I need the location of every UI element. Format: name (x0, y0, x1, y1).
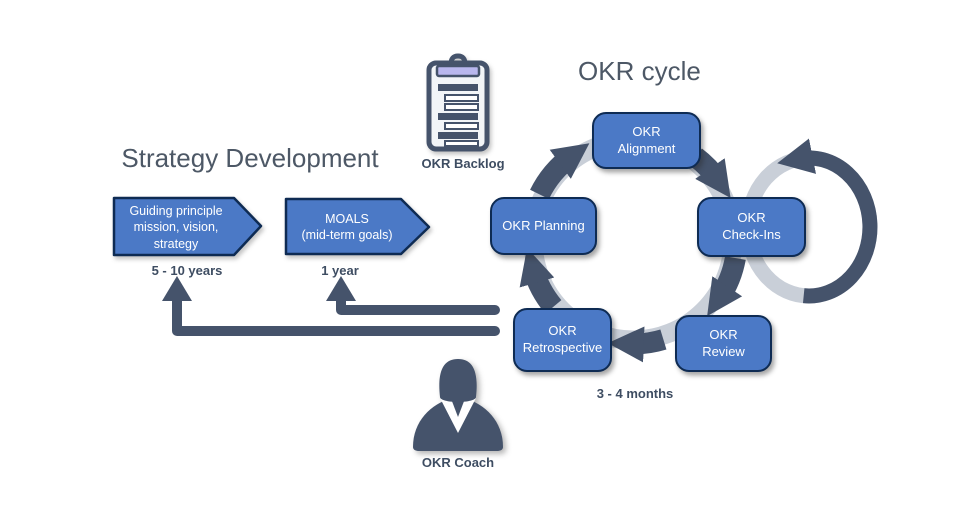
stage-box-okr-check-ins: OKR Check-Ins (697, 197, 806, 257)
okr-coach-label: OKR Coach (421, 455, 495, 470)
cycle-arrow-checkins-to-review (707, 255, 746, 317)
stage-box-okr-review: OKR Review (675, 315, 772, 372)
stage-box-okr-planning: OKR Planning (490, 197, 597, 255)
strategy-step-2-shape (284, 197, 431, 256)
strategy-step-1-shape (112, 196, 263, 257)
strategy-step-1-label: Guiding principle mission, vision, strat… (129, 204, 223, 251)
coach-head (439, 359, 477, 402)
stage-box-okr-alignment: OKR Alignment (592, 112, 701, 169)
okr-backlog-label: OKR Backlog (421, 156, 505, 171)
checkin-loop-arrow (777, 138, 878, 304)
feedback-arrow-to-5-10-years (162, 276, 500, 336)
clipboard-handle (448, 53, 468, 65)
clipboard-clip (435, 64, 481, 78)
stage-box-okr-retrospective: OKR Retrospective (513, 308, 612, 372)
cycle-arrow-retrospective-to-planning (519, 247, 562, 314)
cycle-title: OKR cycle (578, 56, 701, 86)
strategy-title: Strategy Development (121, 143, 379, 173)
clipboard-icon (426, 53, 490, 152)
feedback-arrow-to-1-year (326, 276, 500, 315)
cycle-duration-label: 3 - 4 months (596, 386, 674, 401)
cycle-arrow-planning-to-alignment (530, 143, 590, 200)
timeframe-1-year: 1 year (321, 263, 359, 278)
cycle-arrow-review-to-retrospective (607, 326, 667, 363)
strategy-step-2-label: MOALS (mid-term goals) (301, 212, 393, 243)
coach-icon (413, 359, 503, 451)
timeframe-5-10-years: 5 - 10 years (151, 263, 223, 278)
